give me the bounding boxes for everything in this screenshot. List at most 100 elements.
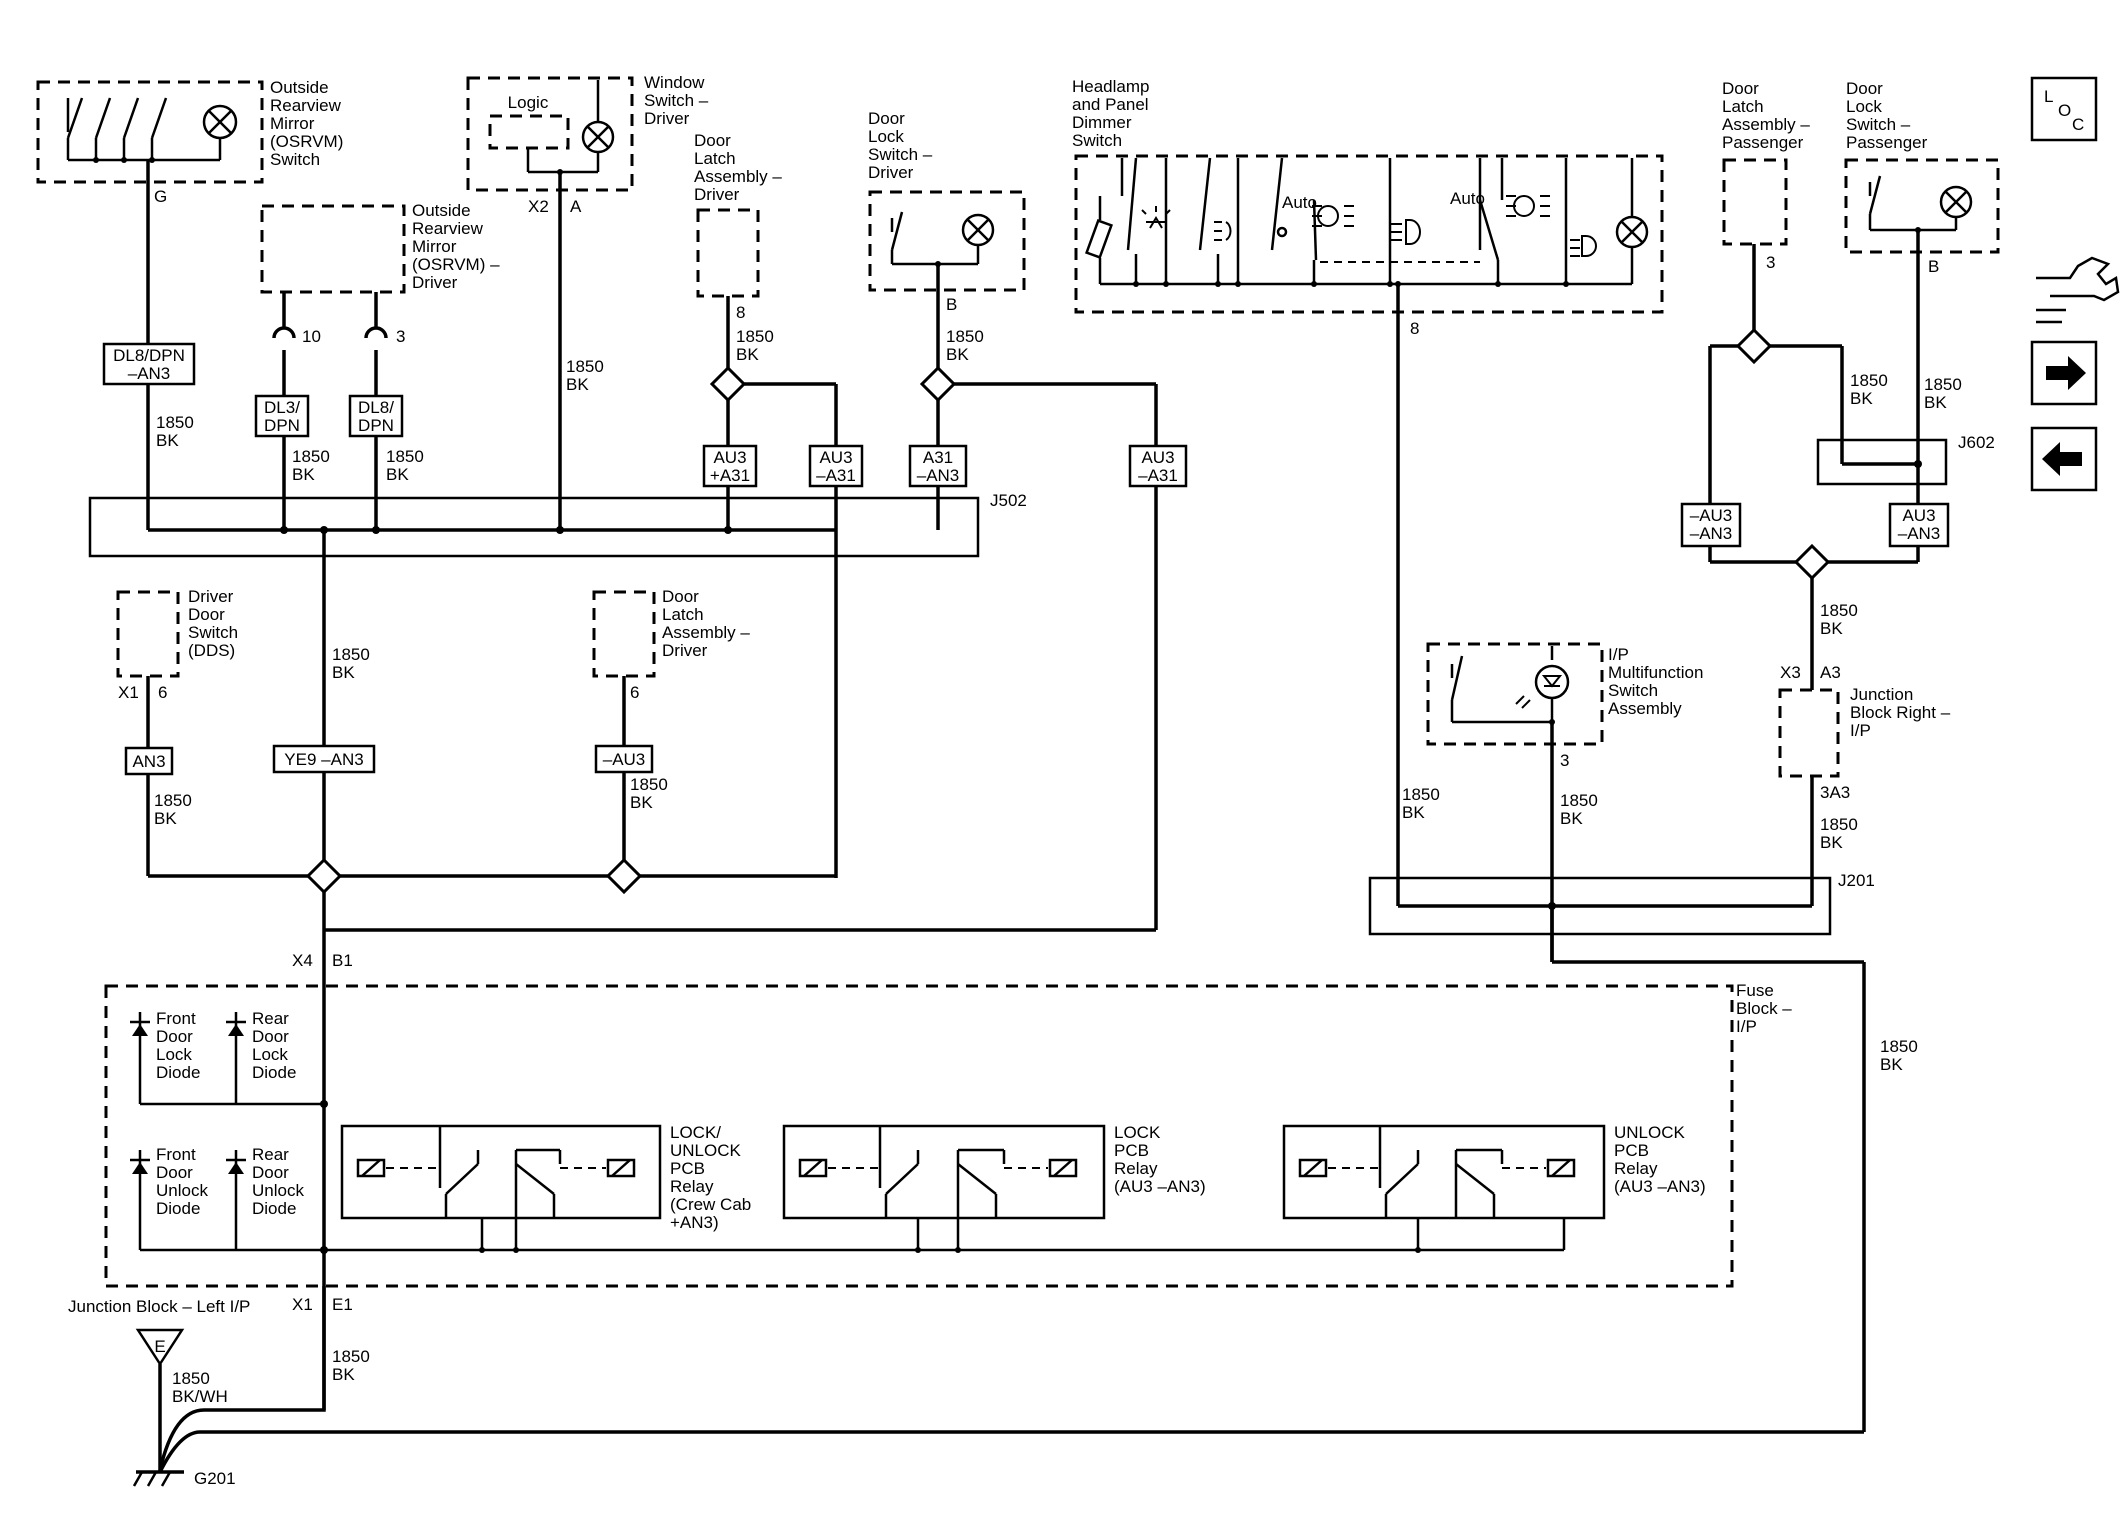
svg-text:AU3–AN3: AU3–AN3 — [1898, 506, 1941, 543]
svg-text:A31–AN3: A31–AN3 — [917, 448, 960, 485]
door-latch-driver-mid — [592, 590, 656, 678]
prev-arrow-button[interactable] — [2030, 426, 2098, 492]
pin-e1: E1 — [332, 1295, 353, 1314]
osrvm-switch — [36, 80, 264, 184]
pin-g: G — [154, 187, 167, 206]
diode-front-lock — [130, 1012, 150, 1104]
svg-text:YE9 –AN3: YE9 –AN3 — [284, 750, 363, 769]
svg-text:AU3+A31: AU3+A31 — [710, 448, 750, 485]
pin-b1: B1 — [332, 951, 353, 970]
option-a31-an3: A31–AN3 — [908, 444, 968, 488]
window-switch-label: Window Switch – Driver — [644, 73, 713, 128]
svg-text:AN3: AN3 — [132, 752, 165, 771]
relay-lock-label: LOCK PCB Relay (AU3 –AN3) — [1114, 1123, 1206, 1196]
relay-unlock — [1282, 1124, 1606, 1220]
pin-8-latch: 8 — [736, 303, 745, 322]
svg-text:AU3–A31: AU3–A31 — [816, 448, 856, 485]
svg-text:DL8/DPN: DL8/DPN — [358, 398, 394, 435]
osrvm-driver — [260, 204, 406, 294]
splice-j201-label: J201 — [1838, 871, 1875, 890]
svg-text:–AU3–AN3: –AU3–AN3 — [1690, 506, 1733, 543]
option-au3-an3-right: AU3–AN3 — [1888, 502, 1950, 548]
door-latch-driver-mid-label: Door Latch Assembly – Driver — [662, 587, 755, 660]
door-lock-switch-driver — [868, 190, 1026, 292]
window-switch-driver — [466, 76, 634, 192]
svg-text:AU3–A31: AU3–A31 — [1138, 448, 1178, 485]
diode-rear-unlock — [226, 1150, 246, 1250]
driver-door-switch — [116, 590, 180, 678]
rear-door-lock-diode-label: Rear Door Lock Diode — [252, 1009, 296, 1082]
option-au3-a31-plus: AU3+A31 — [702, 444, 758, 488]
ground-connector-e: E — [135, 1328, 185, 1472]
door-latch-passenger — [1722, 158, 1788, 246]
svg-text:–AU3: –AU3 — [603, 750, 646, 769]
fuse-block — [104, 984, 1734, 1288]
rear-door-unlock-diode-label: Rear Door Unlock Diode — [252, 1145, 309, 1218]
fuse-block-label: Fuse Block – I/P — [1736, 981, 1796, 1036]
pin-x4: X4 — [292, 951, 313, 970]
option-dl8-dpn-an3: DL8/DPN–AN3 — [102, 342, 196, 386]
pin-10: 10 — [302, 327, 321, 346]
ground-label-g201: G201 — [194, 1469, 236, 1488]
pin-3-pass: 3 — [1766, 253, 1775, 272]
relay-lock-unlock — [340, 1124, 662, 1220]
pin-8-headlamp: 8 — [1410, 319, 1419, 338]
option-ye9-an3: YE9 –AN3 — [272, 744, 376, 774]
door-lock-switch-passenger-label: Door Lock Switch – Passenger — [1846, 79, 1928, 152]
splice-j602-label: J602 — [1958, 433, 1995, 452]
pin-x1-bottom: X1 — [292, 1295, 313, 1314]
option-au3-a31-right: AU3–A31 — [1128, 444, 1188, 488]
splice-j602 — [1816, 438, 1948, 486]
junction-block-right-label: Junction Block Right – I/P — [1850, 685, 1955, 740]
osrvm-switch-label: Outside Rearview Mirror (OSRVM) Switch — [270, 78, 348, 169]
right-arrow-icon — [2046, 356, 2086, 390]
splice-j201 — [1368, 876, 1832, 936]
door-latch-driver-top-label: Door Latch Assembly – Driver — [694, 131, 787, 204]
svg-text:C: C — [2072, 115, 2084, 134]
window-logic-label: Logic — [508, 93, 549, 112]
pin-6-dds: 6 — [158, 683, 167, 702]
pin-3-ip: 3 — [1560, 751, 1569, 770]
option-dl8-dpn: DL8/DPN — [348, 394, 404, 438]
headlamp-switch-label: Headlamp and Panel Dimmer Switch — [1072, 77, 1154, 150]
option-dl3-dpn: DL3/DPN — [254, 394, 310, 438]
ip-multifunction-switch — [1426, 642, 1604, 746]
junction-block-right — [1778, 688, 1840, 778]
option-au3-a31-minus: AU3–A31 — [808, 444, 864, 488]
headlamp-switch — [1074, 154, 1664, 314]
next-arrow-button[interactable] — [2030, 340, 2098, 406]
relay-lock — [782, 1124, 1106, 1220]
pin-x1-dds: X1 — [118, 683, 139, 702]
pin-3: 3 — [396, 327, 405, 346]
door-lock-switch-passenger — [1844, 158, 2000, 254]
loc-button[interactable]: L O C — [2030, 76, 2098, 142]
pin-b-pass: B — [1928, 257, 1939, 276]
junction-block-left-label: Junction Block – Left I/P — [68, 1297, 250, 1316]
diode-rear-lock — [226, 1012, 246, 1104]
ground-symbol — [132, 1470, 184, 1487]
wrench-icon[interactable] — [2036, 256, 2120, 324]
svg-text:L: L — [2044, 87, 2053, 106]
option-an3: AN3 — [124, 746, 174, 776]
door-lock-switch-driver-label: Door Lock Switch – Driver — [868, 109, 937, 182]
diode-front-unlock — [130, 1150, 150, 1250]
pin-3a3: 3A3 — [1820, 783, 1850, 802]
pin-6-latch: 6 — [630, 683, 639, 702]
